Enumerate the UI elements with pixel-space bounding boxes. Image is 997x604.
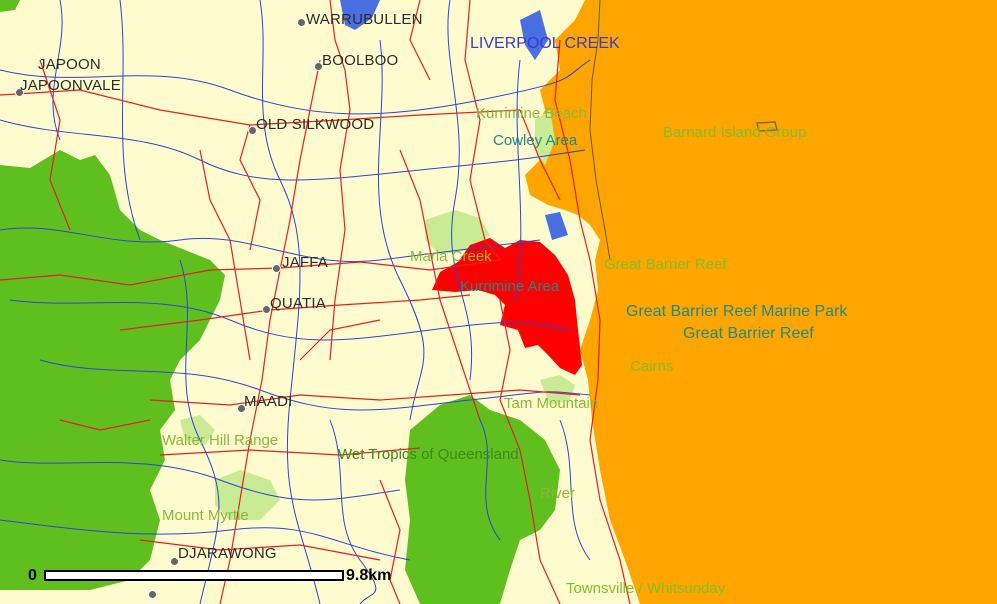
label-townsville-whitsunday[interactable]: Townsville / Whitsunday: [566, 580, 726, 597]
town-marker-warrubullen: [297, 18, 306, 27]
town-marker-quatia: [262, 305, 271, 314]
label-gbr-marine-park[interactable]: Great Barrier Reef Marine Park: [626, 303, 848, 320]
town-label-quatia[interactable]: QUATIA: [270, 295, 326, 312]
water-body-inlet-2: [545, 212, 568, 240]
label-maria-creek[interactable]: Maria Creek: [410, 248, 492, 265]
park-walter-hill: [180, 415, 215, 445]
ocean-area: [525, 0, 997, 604]
water-body-north: [340, 0, 380, 30]
town-marker-maadi: [237, 404, 246, 413]
offshore-island-outline: [756, 121, 778, 132]
label-cairns[interactable]: Cairns: [630, 358, 674, 375]
town-label-japoonvale[interactable]: JAPOONVALE: [20, 77, 121, 94]
town-marker-japoonvale: [15, 88, 24, 97]
town-label-old-silkwood[interactable]: OLD SILKWOOD: [256, 116, 375, 133]
reef-boundary-line: [589, 0, 611, 261]
town-marker-old-silkwood: [248, 126, 257, 135]
highlighted-area: [432, 238, 582, 375]
label-wet-tropics[interactable]: Wet Tropics of Queensland: [338, 446, 519, 463]
park-mount-myrtle: [215, 470, 280, 520]
town-marker-djarawong: [170, 557, 179, 566]
scale-distance-label: 9.8km: [346, 567, 392, 584]
park-tam-mountain: [540, 375, 575, 405]
town-label-warrubullen[interactable]: WARRUBULLEN: [306, 11, 423, 28]
label-mount-myrtle[interactable]: Mount Myrtle: [162, 507, 249, 524]
town-marker-bottom: [148, 590, 157, 599]
label-river[interactable]: River: [540, 485, 576, 502]
label-kurrimine-area[interactable]: Kurrimine Area: [460, 278, 560, 295]
label-walter-hill-range[interactable]: Walter Hill Range: [162, 432, 279, 449]
water-body-inlet: [520, 10, 548, 60]
roads: [0, 0, 631, 604]
town-marker-boolboo: [314, 62, 323, 71]
label-cowley-area[interactable]: Cowley Area: [493, 132, 578, 149]
forest-top-left: [0, 0, 20, 12]
label-tam-mountain[interactable]: Tam Mountain: [504, 395, 599, 412]
town-label-japoon[interactable]: JAPOON: [38, 56, 101, 73]
scale-start-label: 0: [28, 567, 37, 584]
label-great-barrier-reef-1[interactable]: Great Barrier Reef: [604, 256, 727, 273]
town-label-jaffa[interactable]: JAFFA: [282, 254, 329, 271]
label-great-barrier-reef-2[interactable]: Great Barrier Reef: [683, 325, 814, 342]
label-kurrimine-beach[interactable]: Kurrimine Beach: [476, 105, 587, 122]
town-label-djarawong[interactable]: DJARAWONG: [178, 545, 277, 562]
town-marker-jaffa: [272, 264, 281, 273]
town-label-maadi[interactable]: MAADI: [244, 393, 293, 410]
forest-east: [405, 395, 560, 604]
label-barnard-island-group[interactable]: Barnard Island Group: [663, 124, 807, 141]
label-liverpool-creek[interactable]: LIVERPOOL CREEK: [470, 35, 620, 52]
scale-bar-graphic: [44, 570, 344, 581]
town-label-boolboo[interactable]: BOOLBOO: [322, 52, 399, 69]
park-coast-strip: [535, 110, 555, 165]
